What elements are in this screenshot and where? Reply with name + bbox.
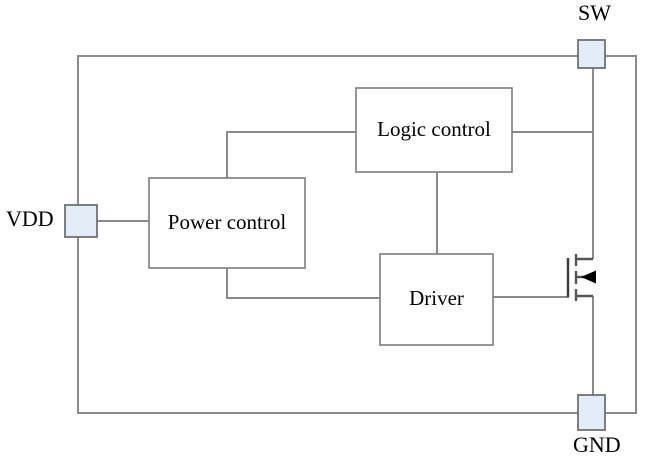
vdd-pin-label: VDD <box>6 206 54 231</box>
power-control-block[interactable] <box>148 177 306 269</box>
wire-power-control-to-logic-control <box>226 131 357 179</box>
logic-control-block[interactable] <box>355 87 513 173</box>
sw-pad[interactable] <box>577 39 606 69</box>
wire-power-control-to-driver <box>226 267 381 299</box>
sw-pin-label: SW <box>578 0 611 25</box>
vdd-pad[interactable] <box>64 204 98 238</box>
mosfet-body-arrow-icon <box>581 270 596 284</box>
logic-control-label: Logic control <box>377 117 491 141</box>
power-control-label: Power control <box>167 210 287 234</box>
driver-block[interactable] <box>379 253 494 346</box>
gnd-pin-label: GND <box>573 432 621 457</box>
driver-label: Driver <box>409 286 464 310</box>
power-mosfet-symbol <box>566 254 596 301</box>
gnd-pad[interactable] <box>577 394 606 431</box>
